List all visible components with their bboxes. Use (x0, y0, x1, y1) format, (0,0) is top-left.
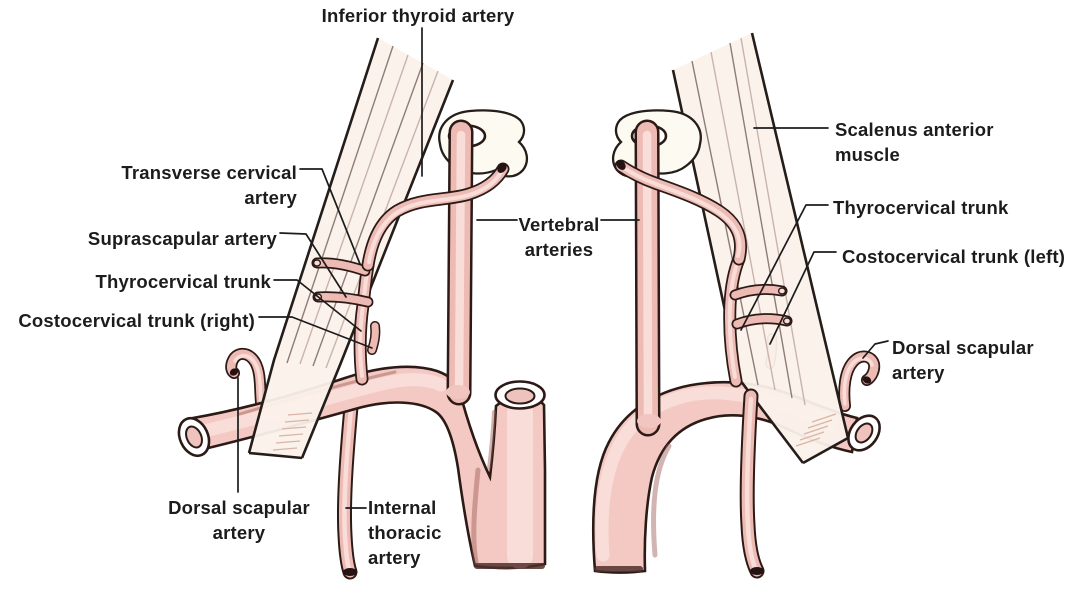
label-text: Costocervical trunk (left) (842, 246, 1066, 267)
leader-suprascapular (279, 232, 347, 298)
inferior-thyroid-artery-left-vessel (614, 159, 748, 266)
label-text: Transverse cervical (121, 162, 297, 183)
label-thyrocervical-trunk-right-view: Thyrocervical trunk (833, 195, 1053, 220)
thyrocervical-trunk-right-vessel (353, 258, 375, 386)
label-text: muscle (835, 144, 900, 165)
label-suprascapular-artery: Suprascapular artery (37, 226, 277, 251)
suprascapular-artery-left-vessel (731, 313, 793, 330)
costocervical-trunk-right-vessel (367, 321, 381, 355)
label-scalenus-anterior-muscle: Scalenus anterior muscle (835, 117, 1035, 167)
leader-dorsal-scapular-right-view (862, 340, 889, 359)
leader-lines (237, 27, 889, 509)
label-text: Thyrocervical trunk (833, 197, 1009, 218)
label-text: arteries (524, 239, 594, 260)
label-text: artery (212, 522, 266, 543)
leader-thyrocervical-left-view (273, 279, 362, 332)
inferior-thyroid-artery-right-vessel (361, 162, 510, 272)
label-text: artery (368, 547, 421, 568)
label-inferior-thyroid-artery: Inferior thyroid artery (278, 3, 558, 28)
leader-thyrocervical-right-view (740, 204, 829, 331)
muscle-hatching (795, 413, 837, 447)
label-text: artery (244, 187, 297, 208)
label-dorsal-scapular-artery-right-view: Dorsal scapular artery (892, 335, 1062, 385)
transverse-cervical-artery-vessel (311, 257, 371, 277)
leader-transverse-cervical (299, 168, 361, 265)
label-text: artery (892, 362, 945, 383)
label-text: Thyrocervical trunk (95, 271, 271, 292)
label-text: thoracic (368, 522, 442, 543)
muscle-hatching (272, 412, 313, 451)
label-text: Scalenus anterior (835, 119, 994, 140)
subclavian-cut-opening-right (177, 416, 211, 458)
leader-costocervical-left (769, 251, 837, 345)
label-text: Dorsal scapular (892, 337, 1034, 358)
label-text: Internal (368, 497, 437, 518)
transverse-cervical-artery-left-vessel (729, 283, 788, 301)
dorsal-scapular-artery-left (838, 350, 881, 412)
left-side-figure (591, 32, 881, 579)
label-vertebral-arteries: Vertebral arteries (489, 212, 629, 262)
internal-thoracic-artery-left (739, 388, 765, 579)
label-text: Vertebral (518, 214, 600, 235)
label-costocervical-trunk-right: Costocervical trunk (right) (15, 308, 255, 333)
vertebral-artery-right (446, 119, 474, 406)
dorsal-scapular-artery-right (225, 347, 268, 418)
leader-costocervical-right (258, 316, 373, 349)
label-internal-thoracic-artery: Internal thoracic artery (368, 495, 478, 570)
subclavian-cut-opening-left (847, 414, 881, 452)
label-text: Suprascapular artery (87, 228, 277, 249)
right-side-figure (177, 37, 547, 580)
label-dorsal-scapular-artery-left-view: Dorsal scapular artery (149, 495, 329, 545)
label-text: Inferior thyroid artery (321, 5, 515, 26)
label-thyrocervical-trunk-left-view: Thyrocervical trunk (37, 269, 271, 294)
label-text: Costocervical trunk (right) (18, 310, 255, 331)
thyrocervical-trunk-left-vessel2 (723, 252, 746, 388)
label-costocervical-trunk-left: Costocervical trunk (left) (842, 244, 1082, 269)
label-text: Dorsal scapular (168, 497, 310, 518)
label-transverse-cervical-artery: Transverse cervical artery (57, 160, 297, 210)
internal-thoracic-artery-right (336, 388, 360, 580)
